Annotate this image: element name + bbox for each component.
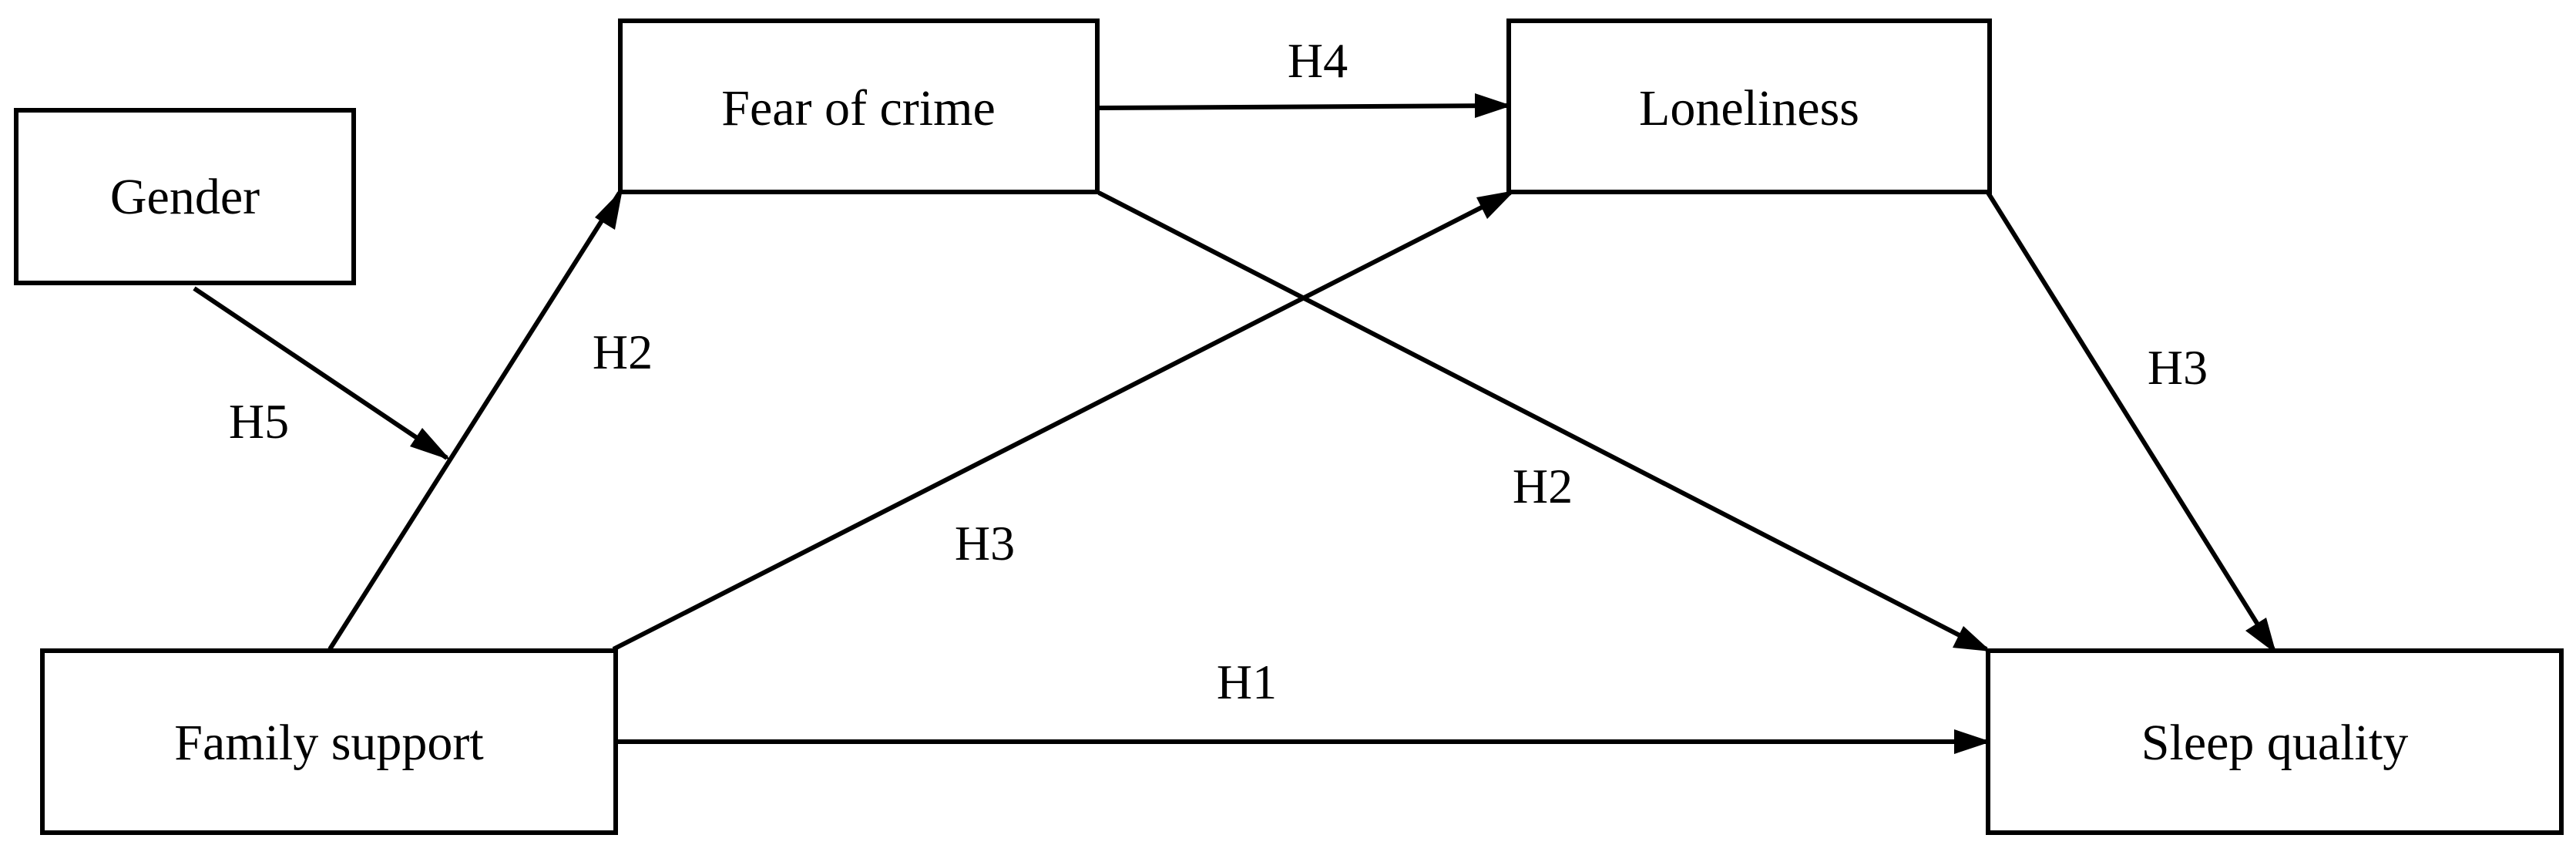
label-gender-moderation: H5 [229,394,289,449]
edge-family-to-fear [327,191,622,651]
label-family-to-loneliness: H3 [955,516,1015,571]
edge-loneliness-to-sleep [1986,191,2275,651]
edge-gender-moderation [193,286,448,460]
node-family-support: Family support [40,648,618,835]
arrowhead-family-to-loneliness [1476,190,1515,219]
label-family-to-sleep: H1 [1217,655,1277,709]
node-gender: Gender [14,108,356,285]
arrowhead-loneliness-to-sleep [2245,618,2276,654]
arrowheads [410,93,2276,754]
arrowhead-fear-to-sleep [1953,626,1991,651]
edge-fear-to-loneliness [1098,103,1508,110]
edge-family-to-loneliness [612,190,1512,651]
node-family-support-label: Family support [174,715,484,771]
edge-fear-to-sleep [1097,190,1988,651]
node-gender-label: Gender [110,169,260,225]
arrowhead-family-to-sleep [1954,729,1991,754]
node-loneliness: Loneliness [1506,19,1992,194]
arrowhead-family-to-fear [595,189,623,230]
node-sleep-quality: Sleep quality [1986,648,2564,835]
edges [193,103,2275,744]
node-fear-of-crime: Fear of crime [618,19,1100,194]
node-sleep-quality-label: Sleep quality [2141,715,2408,771]
edge-labels: H4 H2 H5 H3 H2 H3 H1 [229,33,2208,709]
node-fear-of-crime-label: Fear of crime [721,80,996,136]
label-loneliness-to-sleep: H3 [2148,340,2208,395]
arrowhead-gender-moderation [410,428,451,460]
node-loneliness-label: Loneliness [1639,80,1859,136]
label-fear-to-loneliness: H4 [1288,33,1348,88]
label-fear-to-sleep: H2 [1513,459,1573,513]
arrowhead-fear-to-loneliness [1475,93,1512,118]
label-family-to-fear: H2 [593,325,653,379]
